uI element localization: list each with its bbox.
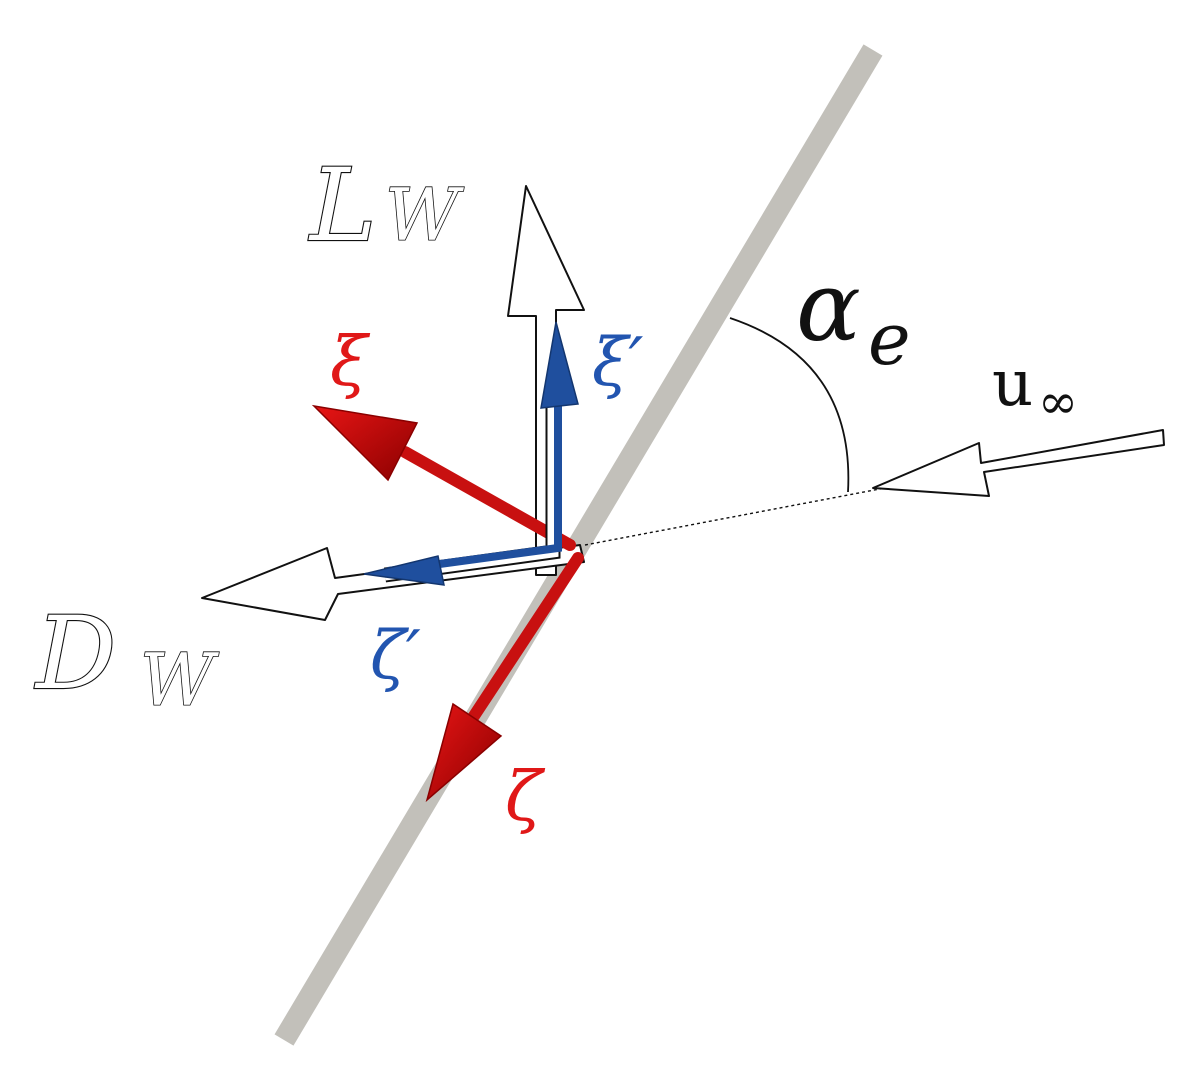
prime-axes [387, 392, 562, 575]
xi-prime-label: ξ′ [592, 324, 643, 401]
lift-label: L [308, 147, 376, 264]
zeta-arrow-head [425, 702, 503, 803]
zeta-arrow-shaft [468, 552, 584, 722]
xi-arrow-shaft [399, 446, 576, 551]
freestream-velocity-arrow [872, 429, 1165, 497]
drag-subscript: W [140, 638, 219, 722]
xi-prime-arrow-head [540, 321, 579, 409]
zeta-prime-label: ζ′ [370, 617, 421, 694]
alpha-subscript: e [868, 297, 911, 381]
freestream-reference-line [584, 487, 886, 546]
zeta-label: ζ [505, 758, 546, 837]
drag-label: D [34, 595, 116, 712]
u-infinity-subscript: ∞ [1038, 374, 1078, 430]
lift-subscript: W [385, 173, 464, 257]
xi-label: ξ [330, 323, 371, 402]
u-infinity-label: u [992, 347, 1033, 421]
alpha-label: α [796, 251, 861, 363]
xi-arrow-head [311, 404, 419, 482]
angle-of-attack-arc [729, 317, 850, 493]
zeta-prime-arrow-head [363, 555, 445, 586]
